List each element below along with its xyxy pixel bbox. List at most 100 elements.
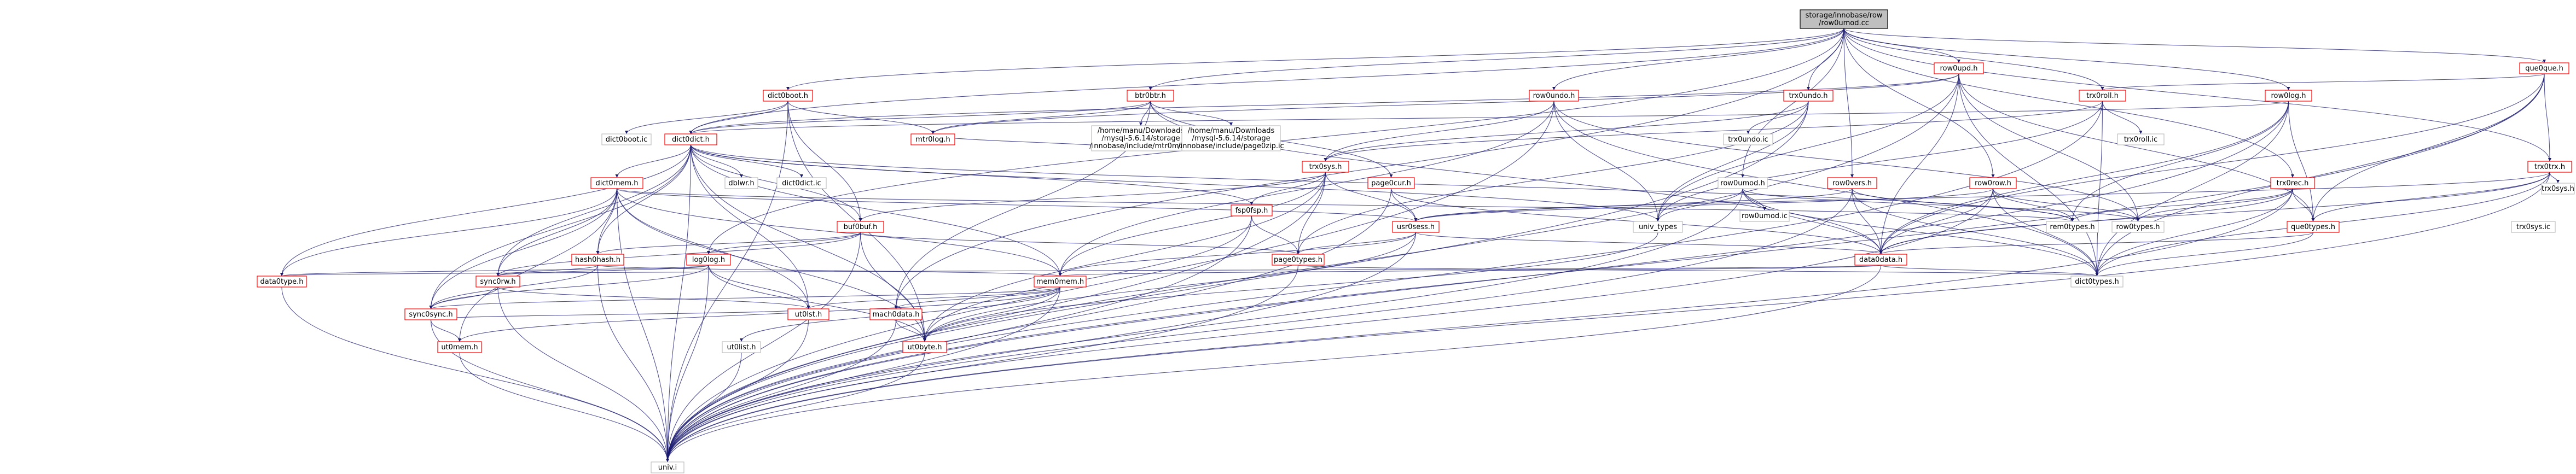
- dependency-edge: [597, 265, 1061, 277]
- dependency-edge: [690, 144, 742, 178]
- file-node-row0row-h[interactable]: row0row.h: [1969, 177, 2017, 189]
- dependency-edge: [459, 286, 1061, 342]
- node-label: ut0lst.h: [795, 311, 822, 319]
- node-label: usr0sess.h: [1397, 223, 1435, 231]
- file-node-data0type-h[interactable]: data0type.h: [257, 276, 307, 288]
- dependency-edge: [667, 101, 2289, 463]
- file-node-row0umod-ic[interactable]: row0umod.ic: [1739, 210, 1790, 222]
- file-node-dict0dict-h[interactable]: dict0dict.h: [664, 133, 717, 145]
- dependency-edge: [708, 265, 809, 309]
- dependency-edge: [667, 352, 925, 463]
- dependency-edge: [1059, 172, 1326, 277]
- edge-arrowhead: [1058, 273, 1062, 276]
- file-node-trx0sys-h2[interactable]: trx0sys.h: [2541, 183, 2575, 195]
- file-node-dict0boot-h[interactable]: dict0boot.h: [763, 90, 813, 102]
- node-label: mtr0log.h: [915, 136, 950, 144]
- dependency-edge: [2549, 172, 2558, 184]
- file-node-trx0trx-h[interactable]: trx0trx.h: [2527, 161, 2572, 173]
- file-node-btr0cur-path[interactable]: /home/manu/Downloads/mysql-5.6.14/storag…: [1089, 125, 1192, 151]
- edge-arrowhead: [1747, 131, 1750, 134]
- file-node-univ-i[interactable]: univ.i: [651, 461, 684, 473]
- edge-arrowhead: [740, 338, 743, 342]
- dependency-edge: [1880, 73, 1959, 255]
- file-node-hash0hash-h[interactable]: hash0hash.h: [571, 254, 624, 266]
- file-node-que0que-h[interactable]: que0que.h: [2519, 62, 2569, 74]
- file-node-trx0undo-ic[interactable]: trx0undo.ic: [1723, 133, 1773, 145]
- file-node-row0undo-h[interactable]: row0undo.h: [1529, 90, 1579, 102]
- node-box: [1181, 125, 1281, 151]
- dependency-edge: [2312, 73, 2545, 222]
- file-node-row0upd-h[interactable]: row0upd.h: [1934, 62, 1984, 74]
- file-node-row0umod-h[interactable]: row0umod.h: [1718, 177, 1768, 189]
- file-node-dblwr-h[interactable]: dblwr.h: [724, 177, 758, 189]
- file-node-mach0data-h[interactable]: mach0data.h: [869, 308, 923, 320]
- dependency-edge: [787, 101, 933, 134]
- file-node-ut0mem-h[interactable]: ut0mem.h: [437, 341, 482, 353]
- file-node-mem0mem-h[interactable]: mem0mem.h: [1034, 276, 1087, 288]
- file-node-dict0types-h[interactable]: dict0types.h: [2070, 276, 2124, 288]
- file-node-ut0byte-h[interactable]: ut0byte.h: [902, 341, 947, 353]
- file-node-dict0mem-h[interactable]: dict0mem.h: [590, 177, 643, 189]
- node-box: [2265, 90, 2312, 102]
- file-node-log0log-h[interactable]: log0log.h: [686, 254, 731, 266]
- edge-arrowhead: [596, 251, 600, 254]
- file-node-dict0dict-ic[interactable]: dict0dict.ic: [776, 177, 827, 189]
- file-node-trx0roll-h[interactable]: trx0roll.h: [2079, 90, 2126, 102]
- file-node-sync0sync-h[interactable]: sync0sync.h: [404, 308, 457, 320]
- edge-arrowhead: [1879, 251, 1883, 254]
- file-node-sync0rw-h[interactable]: sync0rw.h: [475, 276, 520, 288]
- file-node-data0data-h[interactable]: data0data.h: [1854, 254, 1907, 266]
- dependency-edge: [1657, 101, 2103, 222]
- dependency-edge: [497, 265, 599, 277]
- file-node-btr0btr-h[interactable]: btr0btr.h: [1127, 90, 1174, 102]
- edge-arrowhead: [280, 273, 283, 276]
- dependency-edge: [497, 188, 618, 277]
- dependency-edge: [1880, 101, 2289, 255]
- dependency-edge: [690, 144, 1061, 277]
- file-node-usr0sess-h[interactable]: usr0sess.h: [1392, 221, 1440, 233]
- node-label: ut0byte.h: [907, 343, 942, 352]
- file-node-mtr0log-h[interactable]: mtr0log.h: [910, 133, 955, 145]
- file-node-row0log-h[interactable]: row0log.h: [2265, 90, 2312, 102]
- file-node-fsp0fsp-h[interactable]: fsp0fsp.h: [1231, 204, 1273, 216]
- dependency-edge: [1297, 232, 1417, 255]
- file-node-trx0sys-h[interactable]: trx0sys.h: [1302, 161, 1349, 173]
- dependency-edge: [1880, 188, 1994, 255]
- file-node-ut0lst-h[interactable]: ut0lst.h: [787, 308, 829, 320]
- file-node-row0vers-h[interactable]: row0vers.h: [1827, 177, 1877, 189]
- file-node-row0types-h[interactable]: row0types.h: [2111, 221, 2165, 233]
- file-node-buf0buf-h[interactable]: buf0buf.h: [837, 221, 884, 233]
- node-box: [1272, 254, 1325, 266]
- dependency-edge: [497, 144, 692, 277]
- dependency-edge: [616, 144, 692, 178]
- file-node-dict0boot-ic[interactable]: dict0boot.ic: [601, 133, 652, 145]
- file-node-trx0undo-h[interactable]: trx0undo.h: [1783, 90, 1834, 102]
- dependency-edge: [787, 28, 1844, 91]
- node-label: que0que.h: [2525, 65, 2563, 73]
- dependency-edge: [2096, 188, 2293, 277]
- node-label: log0log.h: [692, 256, 725, 264]
- dependency-edge: [667, 172, 2550, 463]
- dependency-edge: [1843, 28, 2545, 63]
- file-node-page0types-h[interactable]: page0types.h: [1272, 254, 1325, 266]
- file-node-rem0types-h[interactable]: rem0types.h: [2046, 221, 2099, 233]
- edge-arrowhead: [1850, 174, 1854, 178]
- node-label: fsp0fsp.h: [1235, 207, 1268, 215]
- file-node-trx0rec-h[interactable]: trx0rec.h: [2270, 177, 2315, 189]
- file-node-page0zip-path[interactable]: /home/manu/Downloads/mysql-5.6.14/storag…: [1178, 125, 1284, 151]
- dependency-edge: [2288, 101, 2314, 222]
- file-node-ut0list-h[interactable]: ut0list.h: [722, 341, 761, 353]
- dependency-edge: [626, 101, 788, 134]
- file-node-trx0sys-ic[interactable]: trx0sys.ic: [2511, 221, 2556, 233]
- dependency-edge: [690, 144, 802, 178]
- file-node-page0cur-h[interactable]: page0cur.h: [1367, 177, 1415, 189]
- edge-arrowhead: [2101, 87, 2104, 90]
- dependency-edge: [459, 352, 668, 463]
- file-node-univ-types[interactable]: univ_types: [1633, 221, 1683, 233]
- node-label: /innobase/include/mtr0mtr.ic: [1089, 142, 1192, 150]
- dependency-edge: [497, 286, 809, 309]
- file-node-root[interactable]: storage/innobase/row/row0umod.cc: [1800, 9, 1888, 29]
- file-node-que0types-h[interactable]: que0types.h: [2287, 221, 2340, 233]
- file-node-trx0roll-ic[interactable]: trx0roll.ic: [2117, 133, 2165, 145]
